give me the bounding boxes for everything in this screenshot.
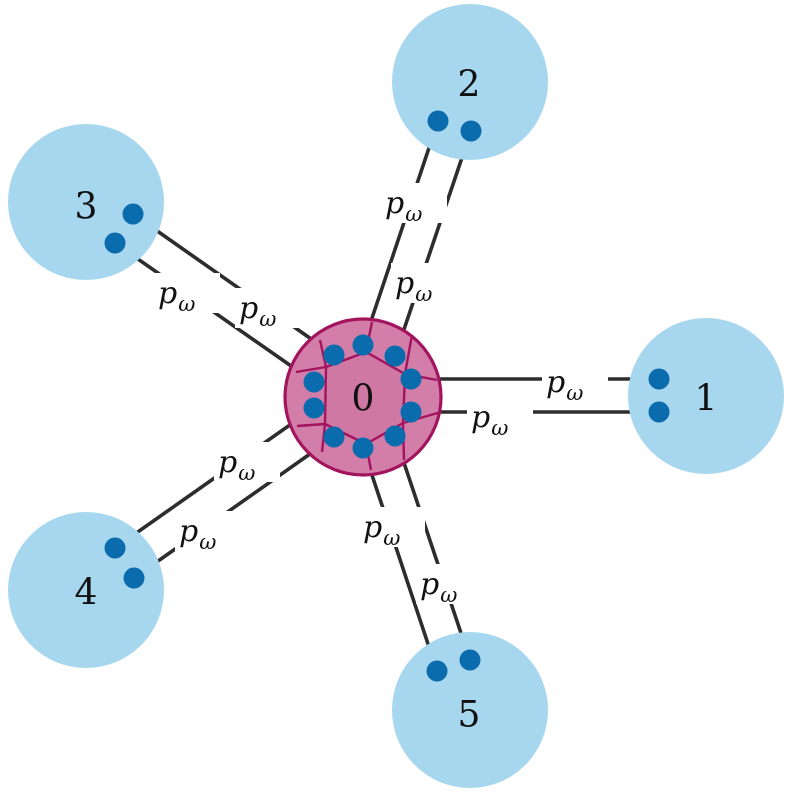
port-hub-4-2 — [323, 426, 345, 448]
node-label-5: 5 — [458, 695, 481, 736]
hub-sector-divider — [296, 422, 326, 428]
svg-text:pω: pω — [546, 365, 583, 405]
edge-label-2-2: pω — [391, 263, 457, 306]
port-hub-1-2 — [400, 401, 422, 423]
hub-node: 0 — [283, 317, 443, 477]
port-hub-3-2 — [303, 371, 325, 393]
edge-2-2 — [393, 129, 473, 358]
svg-text:pω: pω — [218, 445, 255, 485]
edge-5-2 — [393, 434, 472, 662]
port-hub-1-1 — [400, 368, 422, 390]
port-node-1-1 — [648, 368, 670, 390]
svg-text:pω: pω — [239, 291, 276, 331]
svg-text:pω: pω — [395, 266, 432, 306]
svg-text:pω: pω — [471, 400, 508, 440]
port-node-5-2 — [459, 649, 481, 671]
hub-sector-divider — [295, 365, 327, 374]
node-1 — [628, 318, 784, 474]
port-node-5-1 — [426, 660, 448, 682]
edge-label-4-1: pω — [214, 442, 280, 485]
nodes-layer: 1 2 3 4 5 — [8, 4, 784, 788]
port-node-4-1 — [104, 537, 126, 559]
port-node-3-1 — [122, 203, 144, 225]
edge-2-1 — [361, 119, 440, 347]
svg-text:pω: pω — [363, 510, 400, 550]
edge-label-5-2: pω — [416, 564, 482, 607]
port-node-4-2 — [123, 567, 145, 589]
svg-text:pω: pω — [420, 567, 457, 607]
node-label-1: 1 — [695, 379, 718, 420]
port-hub-2-2 — [384, 345, 406, 367]
port-node-2-1 — [427, 110, 449, 132]
port-node-2-2 — [460, 120, 482, 142]
node-label-2: 2 — [458, 65, 481, 106]
edge-label-1-1: pω — [542, 362, 608, 405]
hub-sector-divider — [318, 339, 328, 368]
port-node-1-2 — [648, 401, 670, 423]
hub-sector-divider — [320, 423, 327, 453]
hub-label: 0 — [352, 379, 375, 420]
edge-label-5-1: pω — [359, 507, 425, 550]
port-node-3-2 — [104, 232, 126, 254]
edge-5-1 — [361, 446, 439, 673]
edge-3-1 — [131, 212, 336, 357]
svg-text:pω: pω — [179, 514, 216, 554]
edge-label-4-2: pω — [175, 511, 241, 554]
svg-text:pω: pω — [385, 186, 422, 226]
edge-4-2 — [132, 435, 336, 580]
port-hub-3-1 — [323, 344, 345, 366]
node-label-4: 4 — [75, 573, 98, 614]
edge-label-3-2: pω — [154, 273, 220, 316]
hub-sector-divider — [403, 334, 414, 375]
port-hub-5-1 — [352, 437, 374, 459]
svg-text:pω: pω — [158, 276, 195, 316]
edge-label-1-2: pω — [467, 397, 533, 440]
port-hub-4-1 — [303, 397, 325, 419]
edge-label-3-1: pω — [235, 288, 301, 331]
port-hub-5-2 — [384, 425, 406, 447]
edge-label-2-1: pω — [381, 183, 447, 226]
node-label-3: 3 — [75, 187, 98, 228]
port-hub-2-1 — [352, 334, 374, 356]
